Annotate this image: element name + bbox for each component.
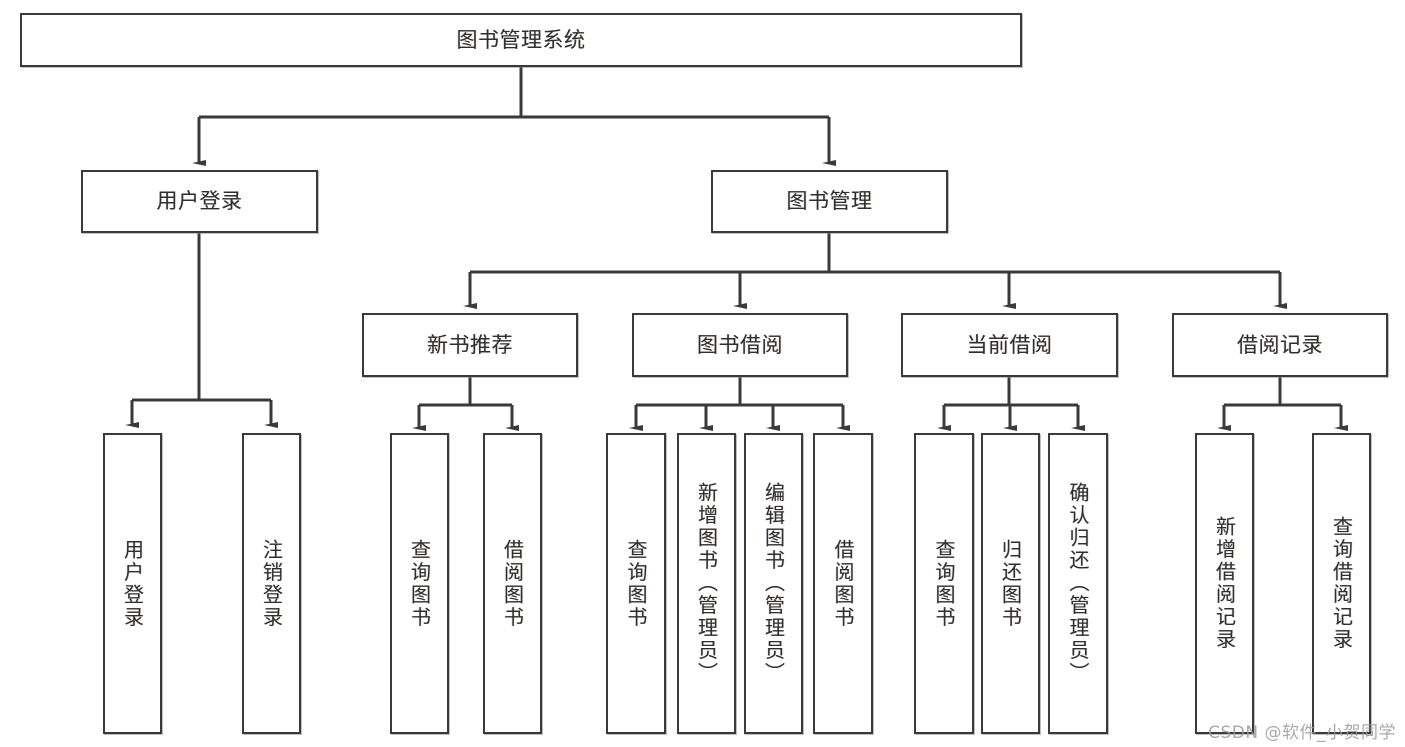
node-label: 借阅记录 [1237,332,1323,357]
leaf-borrow-book-recommend[interactable]: 借阅图书 [483,433,542,734]
node-user-login[interactable]: 用户登录 [81,170,318,233]
node-book-management-system[interactable]: 图书管理系统 [20,13,1022,67]
node-label: 查询图书 [624,538,648,629]
node-borrow-record[interactable]: 借阅记录 [1172,313,1388,377]
leaf-user-login[interactable]: 用户登录 [103,433,162,734]
node-book-borrow[interactable]: 图书借阅 [632,313,848,377]
node-label: 确认归还（管理员） [1066,482,1090,685]
leaf-borrow-book-borrow[interactable]: 借阅图书 [813,433,873,734]
node-label: 当前借阅 [966,332,1053,357]
leaf-query-book-borrow[interactable]: 查询图书 [606,433,666,734]
leaf-query-book-current[interactable]: 查询图书 [914,433,974,734]
node-label: 新增借阅记录 [1212,516,1237,651]
leaf-logout-login[interactable]: 注销登录 [242,433,301,734]
node-label: 图书管理 [786,189,873,214]
node-label: 借阅图书 [831,538,855,629]
leaf-query-book-recommend[interactable]: 查询图书 [390,433,449,734]
node-book-management[interactable]: 图书管理 [711,170,948,233]
node-label: 用户登录 [120,538,145,629]
node-label: 新书推荐 [427,332,513,357]
leaf-add-book-admin[interactable]: 新增图书（管理员） [677,433,736,734]
node-label: 用户登录 [156,189,243,214]
leaf-return-book[interactable]: 归还图书 [981,433,1040,734]
node-label: 新增图书（管理员） [694,482,719,685]
leaf-confirm-return-admin[interactable]: 确认归还（管理员） [1048,433,1108,734]
node-label: 编辑图书（管理员） [761,482,786,685]
node-label: 查询图书 [407,538,432,629]
node-label: 查询借阅记录 [1329,516,1354,651]
node-label: 图书管理系统 [456,27,586,52]
leaf-add-borrow-record[interactable]: 新增借阅记录 [1195,433,1254,734]
leaf-query-borrow-record[interactable]: 查询借阅记录 [1312,433,1371,734]
node-label: 图书借阅 [697,332,783,357]
node-new-book-recommend[interactable]: 新书推荐 [362,313,578,377]
node-label: 注销登录 [259,538,284,629]
node-label: 归还图书 [998,538,1023,629]
node-label: 借阅图书 [500,538,525,629]
node-current-borrow[interactable]: 当前借阅 [901,313,1118,377]
leaf-edit-book-admin[interactable]: 编辑图书（管理员） [744,433,803,734]
node-label: 查询图书 [932,538,956,629]
